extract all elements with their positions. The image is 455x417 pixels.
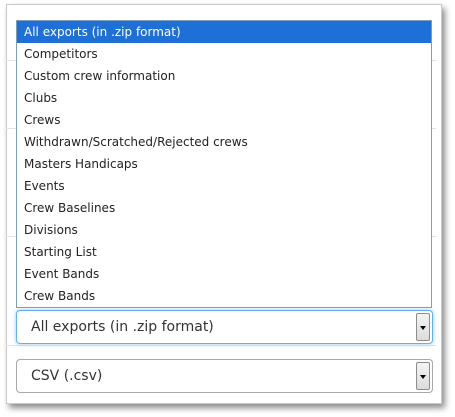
export-type-selected-value: All exports (in .zip format) (31, 319, 214, 335)
file-format-select[interactable]: CSV (.csv) (16, 359, 433, 393)
export-type-dropdown-list[interactable]: All exports (in .zip format) Competitors… (16, 20, 432, 308)
export-option-event-bands[interactable]: Event Bands (24, 267, 100, 281)
export-option-divisions[interactable]: Divisions (24, 223, 78, 237)
export-type-select[interactable]: All exports (in .zip format) (16, 310, 433, 344)
export-option-masters-handicaps[interactable]: Masters Handicaps (24, 157, 138, 171)
export-option-events[interactable]: Events (24, 179, 65, 193)
chevron-down-icon[interactable] (416, 362, 430, 390)
export-option-starting-list[interactable]: Starting List (24, 245, 97, 259)
export-option-crew-bands[interactable]: Crew Bands (24, 289, 96, 303)
file-format-selected-value: CSV (.csv) (31, 368, 103, 384)
export-option-crews[interactable]: Crews (24, 113, 61, 127)
export-option-all-exports[interactable]: All exports (in .zip format) (17, 21, 431, 43)
export-option-clubs[interactable]: Clubs (24, 91, 58, 105)
chevron-down-icon[interactable] (416, 313, 430, 341)
export-option-withdrawn-crews[interactable]: Withdrawn/Scratched/Rejected crews (24, 135, 248, 149)
export-option-custom-crew-information[interactable]: Custom crew information (24, 69, 176, 83)
export-option-crew-baselines[interactable]: Crew Baselines (24, 201, 116, 215)
export-option-competitors[interactable]: Competitors (24, 47, 98, 61)
divider (6, 345, 436, 346)
